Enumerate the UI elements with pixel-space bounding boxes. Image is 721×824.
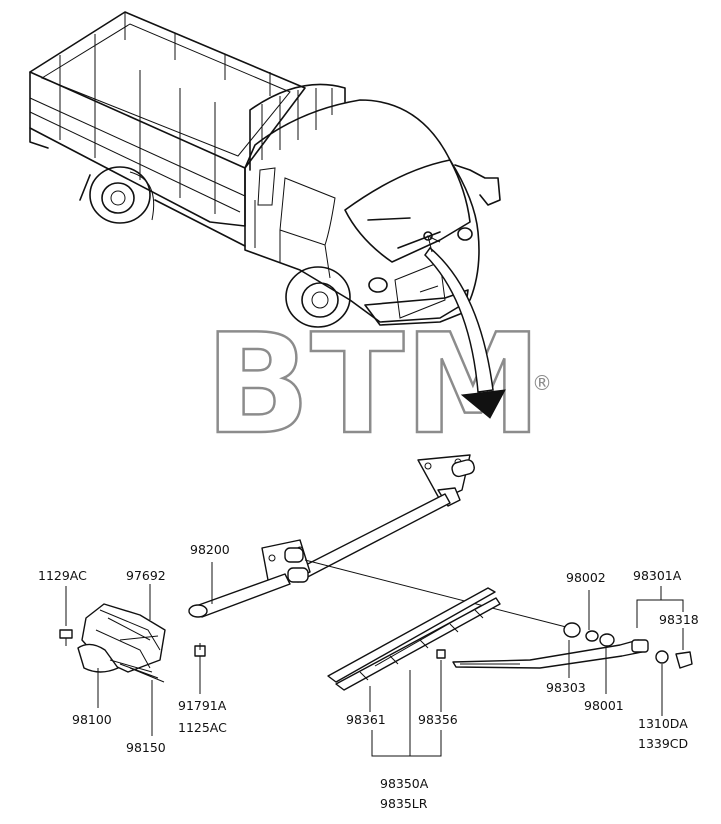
- wiper-blade-98350A: [327, 587, 501, 691]
- label-97692: 97692: [126, 568, 166, 583]
- label-98356: 98356: [418, 712, 458, 727]
- label-98100: 98100: [72, 712, 112, 727]
- wiper-linkage-98200: [188, 454, 571, 629]
- label-98361: 98361: [346, 712, 386, 727]
- callout-labels: 1129AC 97692 98200 98100 98150 91791A 11…: [38, 542, 699, 811]
- bolt-91791A: [194, 643, 206, 657]
- wiper-arm-98301A: [452, 622, 693, 669]
- detail-arrow: [424, 235, 506, 419]
- label-1310DA: 1310DA: [638, 716, 688, 731]
- watermark: BTM ®: [204, 303, 552, 467]
- label-98150: 98150: [126, 740, 166, 755]
- rear-wheel: [89, 166, 155, 224]
- label-1125AC: 1125AC: [178, 720, 227, 735]
- label-1339CD: 1339CD: [638, 736, 688, 751]
- leader-lines: [65, 562, 684, 757]
- label-98002: 98002: [566, 570, 606, 585]
- label-98200: 98200: [190, 542, 230, 557]
- front-wheel: [285, 266, 351, 328]
- truck-illustration: [29, 11, 501, 328]
- label-98001: 98001: [584, 698, 624, 713]
- label-9835LR: 9835LR: [380, 796, 428, 811]
- wiper-motor-98100: [77, 603, 166, 683]
- label-1129AC: 1129AC: [38, 568, 87, 583]
- label-98303: 98303: [546, 680, 586, 695]
- bolt-1129AC: [59, 629, 73, 646]
- label-98350A: 98350A: [380, 776, 429, 791]
- cargo-bed: [29, 11, 306, 169]
- registered-mark: ®: [532, 371, 552, 395]
- label-98301A: 98301A: [633, 568, 682, 583]
- label-98318: 98318: [659, 612, 699, 627]
- label-91791A: 91791A: [178, 698, 227, 713]
